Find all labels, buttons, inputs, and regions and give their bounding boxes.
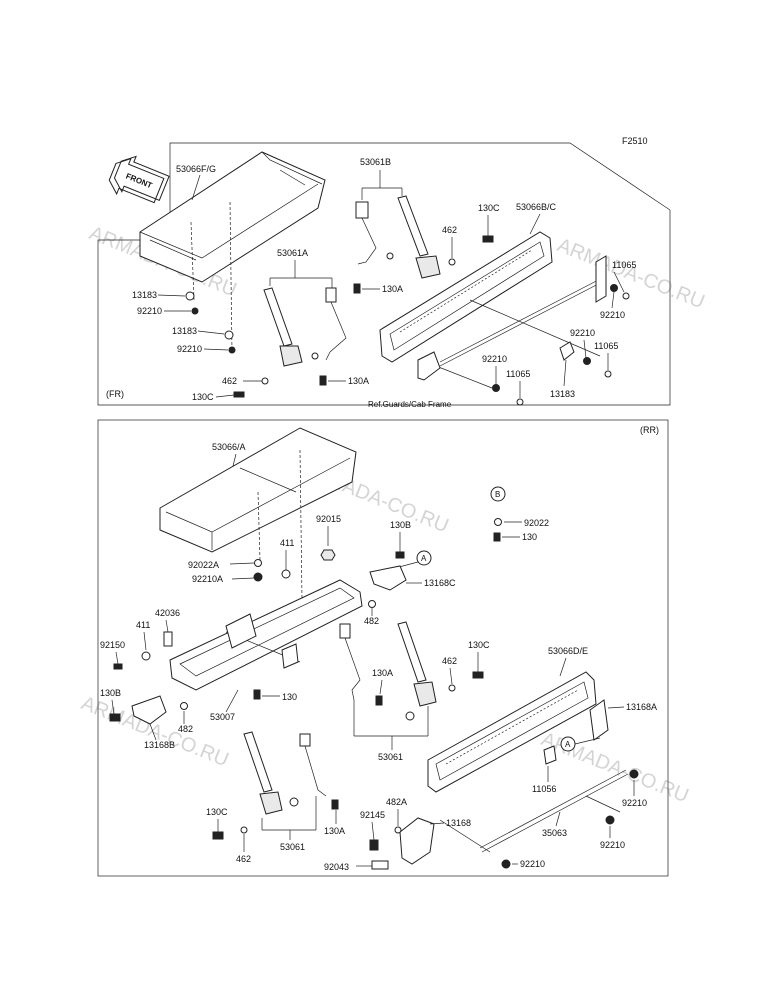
label-bolt-92043: 92043 [324,862,349,872]
label-bolt-130c-left: 130C [206,807,228,817]
reference-note: Ref.Guards/Cab Frame [368,400,452,409]
label-bracket-13168a: 13168A [626,702,657,712]
front-seat-cushion [139,151,326,283]
label-washer-482-top: 482 [364,616,379,626]
label-rod-35063: 35063 [542,828,567,838]
label-clamp-13183-a: 13183 [132,290,157,300]
label-bolt-130-b: 130 [522,532,537,542]
label-nut-92210-right2: 92210 [600,840,625,850]
label-nut-92210-b: 92210 [177,344,202,354]
label-washer-482a: 482A [386,797,407,807]
label-bolt-130b-top: 130B [390,520,411,530]
front-section: (FR) 53066F/G 13183 92210 13183 92210 53… [97,142,671,409]
rear-belt-buckle-mid [397,621,437,721]
belt-buckle-lower [263,287,303,367]
label-bolt-130b-left: 130B [100,688,121,698]
label-clamp-13183-b: 13183 [172,326,197,336]
label-pin-42036: 42036 [155,608,180,618]
marker-b-legend: B [495,490,500,499]
rear-backrest [427,671,597,793]
front-arrow-icon: FRONT [108,155,170,204]
label-bracket-13168: 13168 [446,818,471,828]
label-nut-92015: 92015 [316,514,341,524]
label-nut-92210-c: 92210 [600,310,625,320]
belt-latch-lower [311,287,347,361]
marker-a-lower: A [565,740,571,749]
label-nut-92210a: 92210A [192,574,223,584]
label-seat-cushion: 53066F/G [176,164,216,174]
label-bolt-92145: 92145 [360,810,385,820]
label-clip-11056: 11056 [532,784,556,794]
seat-frame [169,579,363,691]
figure-code: F2510 [622,136,648,146]
label-bolt-130c-top: 130C [478,203,500,213]
label-belt-set-mid: 53061 [378,752,403,762]
rear-belt-latch-low [299,733,339,810]
label-bolt-130a-low: 130A [324,826,345,836]
label-frame-53007: 53007 [210,712,235,722]
label-washer-411-left: 411 [136,620,150,630]
label-nut-92210-a: 92210 [137,306,162,316]
label-nut-92210-d: 92210 [570,328,595,338]
label-nut-92210-e: 92210 [482,354,507,364]
watermark: ARMADA-CO.RU [538,728,692,807]
label-bolt-130c-right: 130C [468,640,490,650]
label-bolt-130-frame: 130 [282,692,297,702]
rear-belt-buckle-low [243,731,299,815]
label-cap-11065-b: 11065 [594,341,618,351]
watermark: ARMADA-CO.RU [554,234,708,313]
label-clamp-13183-c: 13183 [550,389,575,399]
label-nut-92210-bottom: 92210 [520,859,545,869]
label-cap-11065-c: 11065 [506,369,530,379]
belt-buckle-upper [397,195,441,279]
label-backrest: 53066B/C [516,202,557,212]
label-washer-462-right: 462 [442,656,457,666]
label-belt-set-low: 53061 [280,842,305,852]
label-cap-11065-a: 11065 [612,260,636,270]
label-washer-411-top: 411 [280,538,294,548]
label-washer-482-left: 482 [178,724,193,734]
rear-section: (RR) 53066/A B 92022A 92210A 411 92015 [97,419,669,877]
label-bracket-13168c: 13168C [424,578,456,588]
label-bolt-92150: 92150 [100,640,125,650]
belt-latch-upper [355,201,394,265]
marker-a-upper: A [421,554,427,563]
label-washer-462-bottom: 462 [222,376,237,386]
label-nut-92210-right: 92210 [622,798,647,808]
front-section-tag: (FR) [106,389,124,399]
label-rear-backrest: 53066D/E [548,646,588,656]
label-bolt-130a-top: 130A [382,284,403,294]
label-bolt-130c-bottom: 130C [192,392,214,402]
rear-seat-cushion [159,427,357,553]
label-belt-set-lower: 53061A [277,248,308,258]
label-washer-92022a: 92022A [188,560,219,570]
label-belt-set-upper: 53061B [360,157,391,167]
label-bolt-130a-bottom: 130A [348,376,369,386]
label-washer-462-top: 462 [442,225,457,235]
label-washer-462-left: 462 [236,854,251,864]
label-bolt-130a-mid: 130A [372,668,393,678]
label-rear-seat-cushion: 53066/A [212,442,246,452]
rear-section-tag: (RR) [640,425,659,435]
rear-belt-latch-mid [339,623,383,706]
label-bracket-13168b: 13168B [144,740,175,750]
front-backrest [379,231,553,363]
label-washer-92022: 92022 [524,518,549,528]
